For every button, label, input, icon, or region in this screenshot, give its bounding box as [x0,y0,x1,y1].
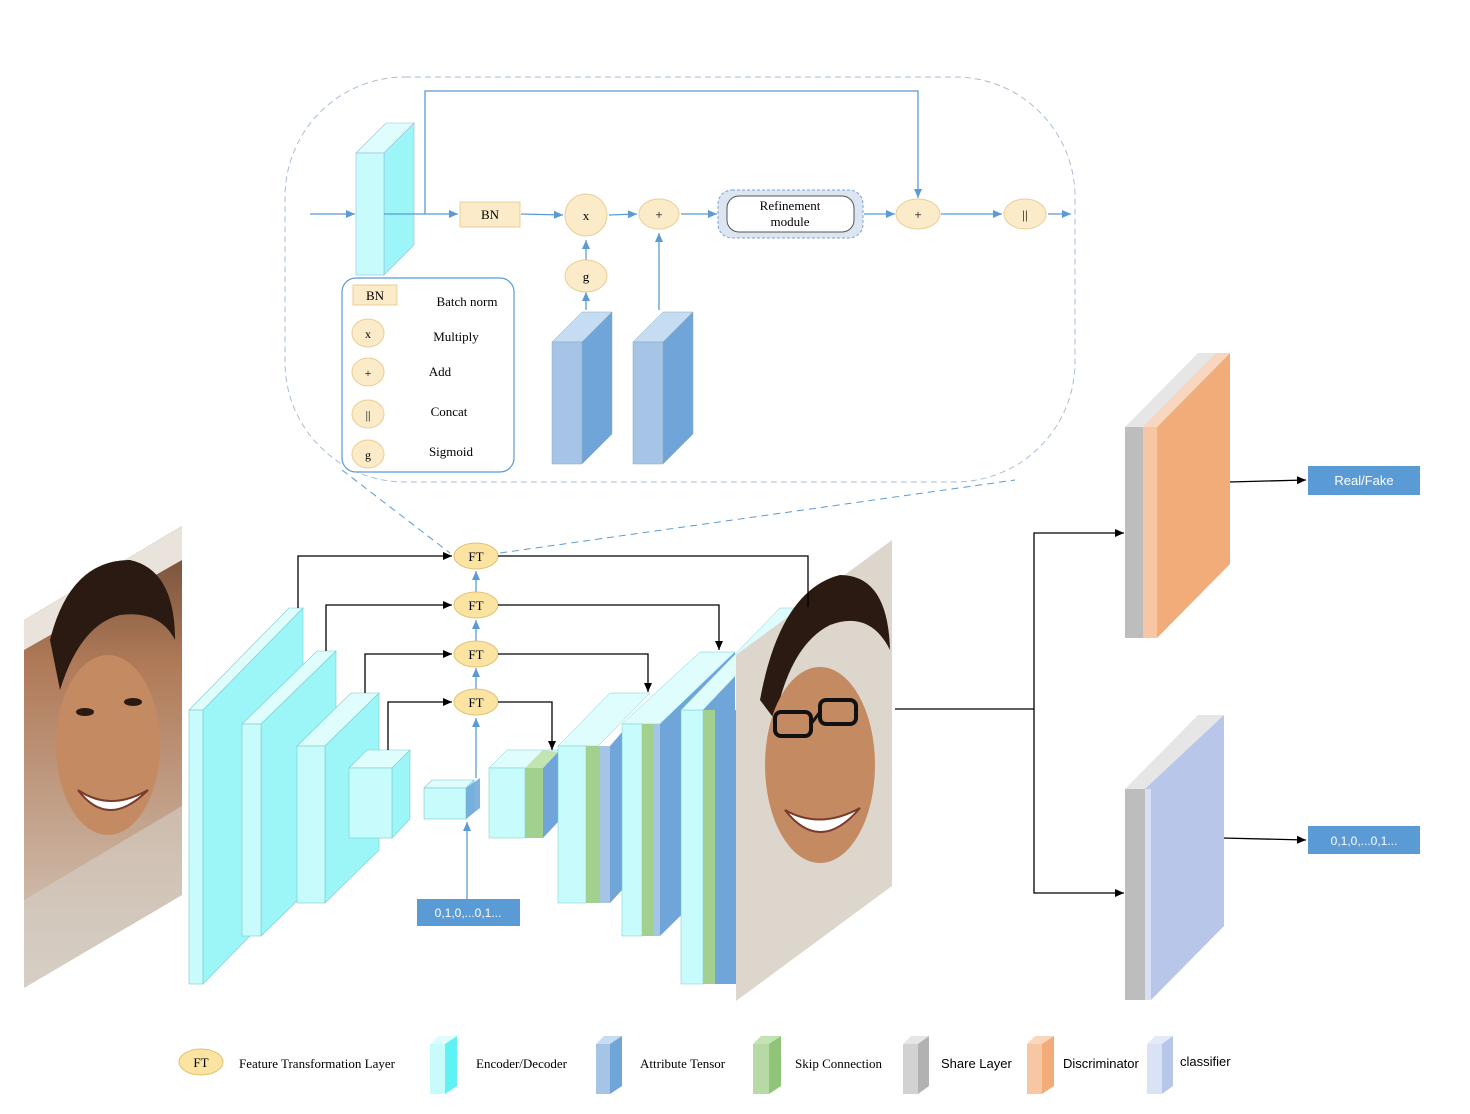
legend-ft-swatch [178,1048,224,1076]
detail-flow-arrows [310,90,1071,310]
classifier-output-text: 0,1,0,...0,1... [1331,834,1398,848]
detail-attribute-tensor-2 [632,311,694,465]
inner-legend: BN Batch norm x Multiply + Add || Concat… [341,277,515,473]
bn-node: BN [459,201,521,228]
legend-multiply-symbol: x [365,327,371,341]
legend-attribute-swatch [596,1036,622,1094]
input-face-image [24,526,182,988]
legend-add-symbol: + [365,366,372,380]
refinement-label-2: module [771,214,810,229]
legend-bn-symbol: BN [366,288,385,303]
legend-sigmoid-swatch [351,439,385,469]
ft-node-4: FT [453,688,499,716]
ft-detail-panel [284,76,1076,554]
bottom-legend: FT Feature Transformation Layer Encoder/… [178,1036,1231,1094]
legend-skip-label: Skip Connection [795,1056,883,1071]
ft-node-2: FT [453,591,499,619]
legend-sigmoid-symbol: g [365,448,371,462]
multiply-node: x [564,193,608,237]
bottleneck-block [423,778,480,820]
legend-classifier-swatch [1147,1036,1173,1094]
ft-node-3: FT [453,640,499,668]
bn-node-label: BN [481,207,500,222]
attribute-input-box: 0,1,0,...0,1... [417,899,520,926]
decoder-block-1 [488,749,559,839]
legend-ft-symbol: FT [193,1055,208,1070]
real-fake-output-box: Real/Fake [1308,466,1420,495]
encoder-block-3 [296,692,380,904]
legend-encoder-label: Encoder/Decoder [476,1056,568,1071]
legend-ft-label: Feature Transformation Layer [239,1056,396,1071]
multiply-node-label: x [583,208,590,223]
legend-multiply-label: Multiply [433,329,479,344]
output-face-image [736,540,892,1001]
legend-bn-label: Batch norm [436,294,497,309]
legend-classifier-label: classifier [1180,1054,1231,1069]
legend-discriminator-swatch [1027,1036,1054,1094]
ft-node-1: FT [453,542,499,570]
legend-discriminator-label: Discriminator [1063,1056,1140,1071]
legend-add-label: Add [429,364,452,379]
refinement-label-1: Refinement [760,198,821,213]
legend-share-swatch [903,1036,929,1094]
add-node-1-label: + [655,207,662,222]
legend-concat-symbol: || [366,408,371,422]
legend-attribute-label: Attribute Tensor [640,1056,726,1071]
concat-node: || [1003,198,1047,230]
sigmoid-node: g [564,259,608,293]
legend-share-label: Share Layer [941,1056,1012,1071]
sigmoid-node-label: g [583,269,590,284]
ft-node-2-label: FT [468,598,483,613]
detail-feature-block [355,122,415,276]
legend-add-swatch [351,357,385,387]
classifier-output-box: 0,1,0,...0,1... [1308,826,1420,854]
refinement-module: Refinement module [717,189,864,239]
legend-encoder-swatch [430,1036,457,1094]
add-node-2-label: + [914,207,921,222]
ft-node-3-label: FT [468,647,483,662]
legend-concat-swatch [351,399,385,429]
legend-concat-label: Concat [431,404,468,419]
legend-sigmoid-label: Sigmoid [429,444,474,459]
add-node-1: + [638,198,680,230]
detail-attribute-tensor-1 [551,311,613,465]
discriminator-block [1125,353,1230,638]
legend-bn-swatch [352,284,398,306]
real-fake-text: Real/Fake [1334,473,1393,488]
add-node-2: + [895,198,941,230]
legend-multiply-swatch [351,318,385,348]
ft-node-1-label: FT [468,549,483,564]
output-routing-arrows [895,476,1307,897]
ft-node-4-label: FT [468,695,483,710]
classifier-block [1125,715,1224,1000]
skip-connection-arrows [297,552,809,750]
concat-node-label: || [1022,207,1027,222]
encoder-block-4 [348,749,411,839]
attribute-input-text: 0,1,0,...0,1... [435,906,502,920]
legend-skip-swatch [753,1036,781,1094]
